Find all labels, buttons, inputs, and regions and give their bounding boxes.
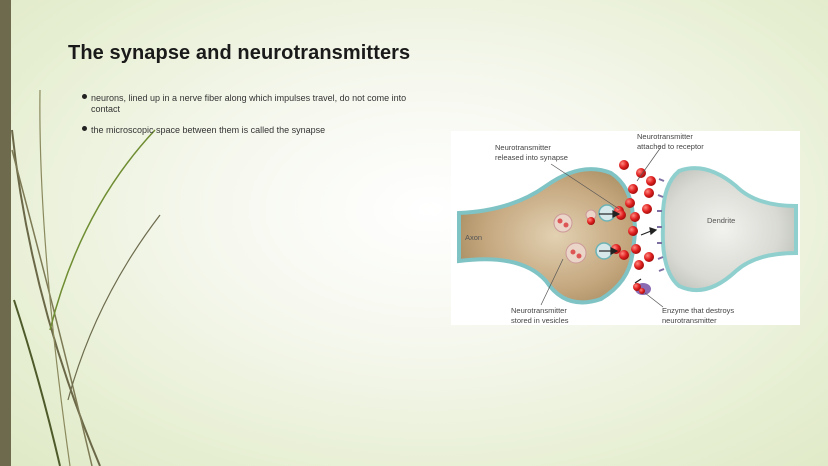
- label-axon: Axon: [465, 233, 482, 242]
- svg-text:Neurotransmitter: Neurotransmitter: [495, 143, 551, 152]
- svg-text:released into synapse: released into synapse: [495, 153, 568, 162]
- dendrite-shape: [660, 166, 798, 293]
- flow-arrows: [599, 210, 658, 284]
- bullet-text: neurons, lined up in a nerve fiber along…: [91, 93, 407, 114]
- synapse-diagram: Neurotransmitter released into synapse N…: [451, 131, 800, 325]
- slide-title: The synapse and neurotransmitters: [68, 42, 411, 64]
- bullet-list: neurons, lined up in a nerve fiber along…: [80, 93, 410, 146]
- decorative-leaf-strokes: [11, 89, 161, 466]
- label-attached-line2: attached to receptor: [637, 142, 704, 151]
- left-accent-bar: [0, 0, 11, 466]
- neurotransmitter-molecules: [587, 160, 656, 270]
- label-released-line1: Neurotransmitter: [495, 143, 551, 152]
- label-attached-line1: Neurotransmitter: [637, 132, 693, 141]
- axon-shape: [457, 167, 637, 305]
- bullet-item: neurons, lined up in a nerve fiber along…: [80, 93, 410, 115]
- bullet-text: the microscopic space between them is ca…: [91, 125, 326, 135]
- svg-text:Neurotransmitter: Neurotransmitter: [511, 306, 567, 315]
- label-enzyme-line2: neurotransmitter: [662, 316, 717, 325]
- vesicles: [553, 204, 616, 264]
- svg-text:Neurotransmitter: Neurotransmitter: [637, 132, 693, 141]
- leader-lines: [540, 146, 664, 308]
- bullet-dot-icon: [82, 126, 87, 131]
- bullet-dot-icon: [82, 94, 87, 99]
- label-dendrite: Dendrite: [707, 216, 735, 225]
- label-stored-line2: stored in vesicles: [511, 316, 569, 325]
- svg-text:attached to receptor: attached to receptor: [637, 142, 704, 151]
- label-released-line2: released into synapse: [495, 153, 568, 162]
- label-enzyme-line1: Enzyme that destroys: [662, 306, 734, 315]
- label-stored-line1: Neurotransmitter: [511, 306, 567, 315]
- svg-text:neurotransmitter: neurotransmitter: [662, 316, 717, 325]
- enzyme-shape: [633, 283, 651, 295]
- bullet-item: the microscopic space between them is ca…: [80, 125, 410, 136]
- svg-text:stored in vesicles: stored in vesicles: [511, 316, 569, 325]
- svg-text:Enzyme that destroys: Enzyme that destroys: [662, 306, 734, 315]
- receptors: [657, 178, 665, 272]
